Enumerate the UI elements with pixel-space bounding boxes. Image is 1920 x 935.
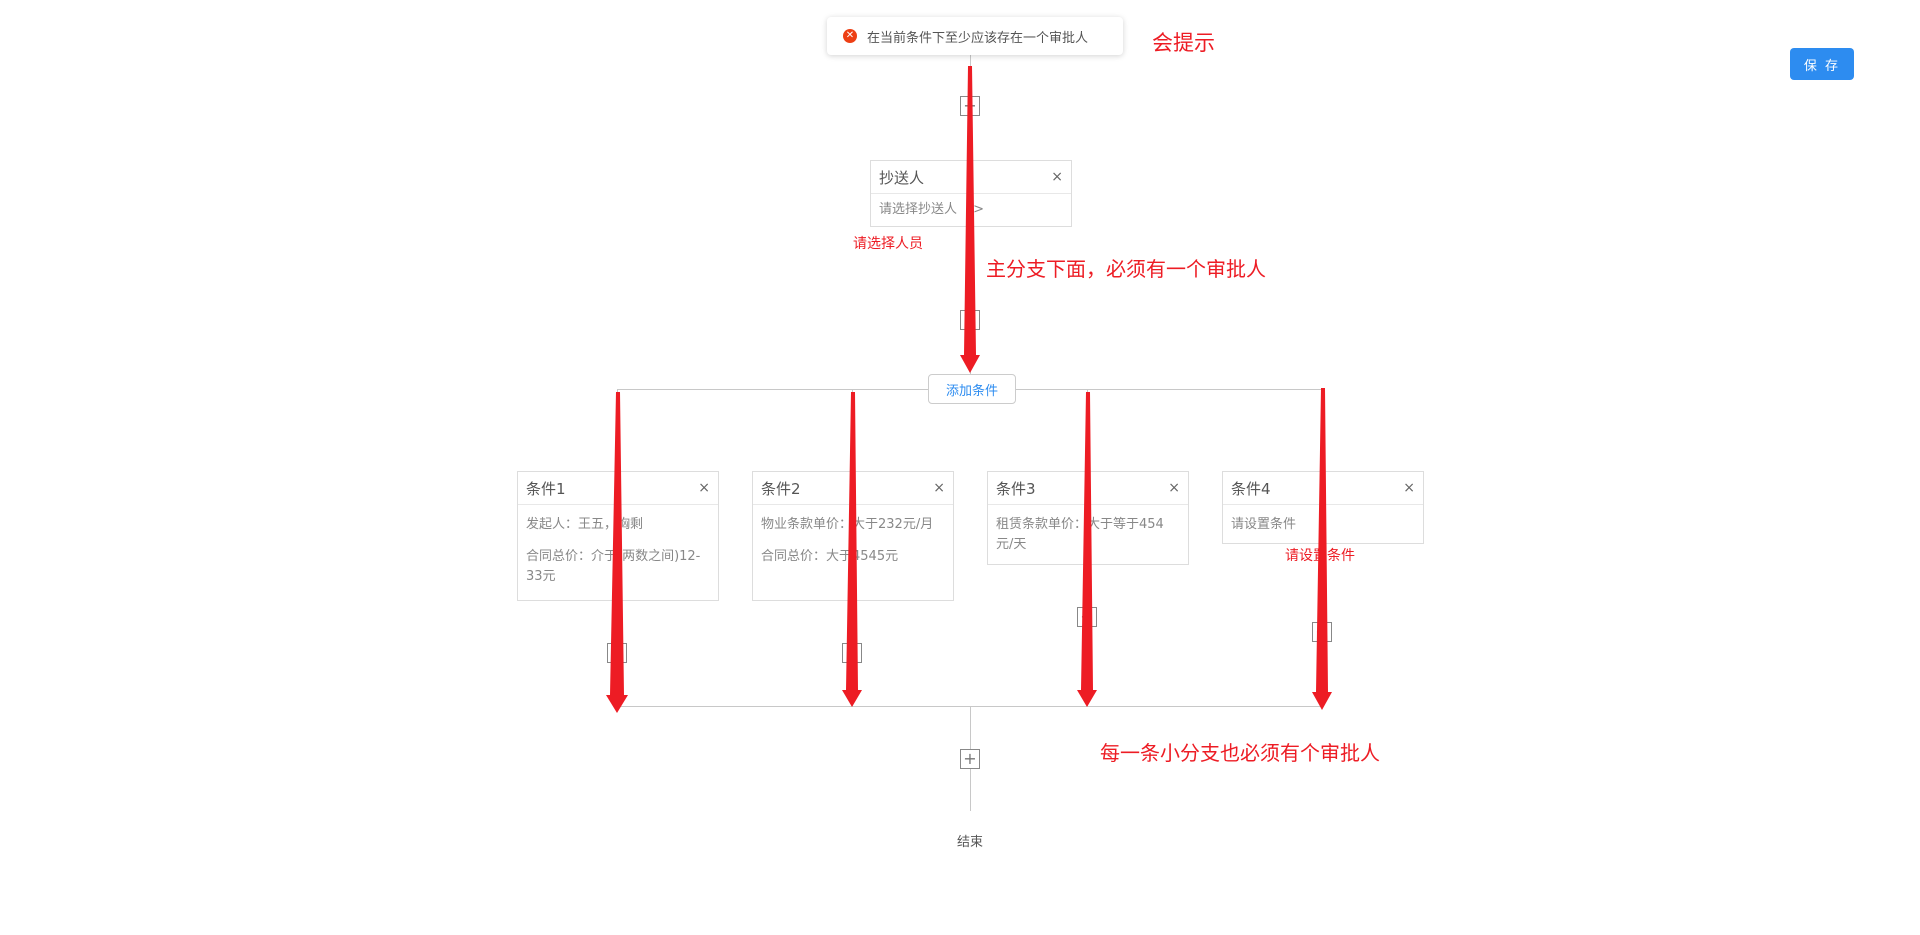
cc-node-body[interactable]: 请选择抄送人 >	[871, 194, 1071, 226]
condition-title: 条件1	[526, 479, 566, 498]
condition-line: 请设置条件	[1231, 517, 1297, 532]
condition-body: 物业条款单价：大于232元/月 合同总价：大于4545元	[753, 505, 953, 577]
add-condition-button[interactable]: 添加条件	[928, 374, 1016, 404]
condition-title: 条件2	[761, 479, 801, 498]
close-icon[interactable]: ×	[1051, 169, 1063, 185]
condition-line: 物业条款单价：大于232元/月	[761, 517, 934, 532]
add-node-button-bottom[interactable]: +	[960, 749, 980, 769]
save-button[interactable]: 保 存	[1790, 48, 1854, 80]
annotation-toast-note: 会提示	[1152, 31, 1215, 55]
error-circle-icon: ✕	[843, 29, 857, 43]
condition-body: 租赁条款单价：大于等于454元/天	[988, 505, 1188, 565]
annotation-sub-branch-note: 每一条小分支也必须有个审批人	[1100, 741, 1380, 765]
cc-node-placeholder: 请选择抄送人	[879, 202, 958, 217]
condition-body: 请设置条件	[1223, 505, 1423, 545]
end-node-label: 结束	[957, 835, 984, 850]
condition-line: 租赁条款单价：大于等于454元/天	[996, 517, 1164, 552]
annotation-arrow-branch-3	[1077, 392, 1097, 707]
chevron-right-icon: >	[973, 202, 985, 217]
annotation-arrow-branch-2	[842, 392, 862, 707]
annotation-main-branch-note: 主分支下面，必须有一个审批人	[986, 257, 1266, 281]
toast-message: 在当前条件下至少应该存在一个审批人	[867, 30, 1089, 46]
condition-line: 合同总价：大于4545元	[761, 549, 899, 564]
annotation-arrow-branch-4	[1312, 388, 1332, 710]
error-toast: ✕ 在当前条件下至少应该存在一个审批人	[827, 17, 1123, 55]
annotation-arrow-main	[960, 66, 980, 373]
cc-node-error: 请选择人员	[853, 236, 923, 252]
close-icon[interactable]: ×	[698, 480, 710, 496]
close-icon[interactable]: ×	[1403, 480, 1415, 496]
annotation-arrow-branch-1	[606, 392, 628, 713]
condition-title: 条件4	[1231, 479, 1271, 498]
condition-title: 条件3	[996, 479, 1036, 498]
close-icon[interactable]: ×	[1168, 480, 1180, 496]
cc-node-title: 抄送人	[879, 168, 925, 187]
close-icon[interactable]: ×	[933, 480, 945, 496]
